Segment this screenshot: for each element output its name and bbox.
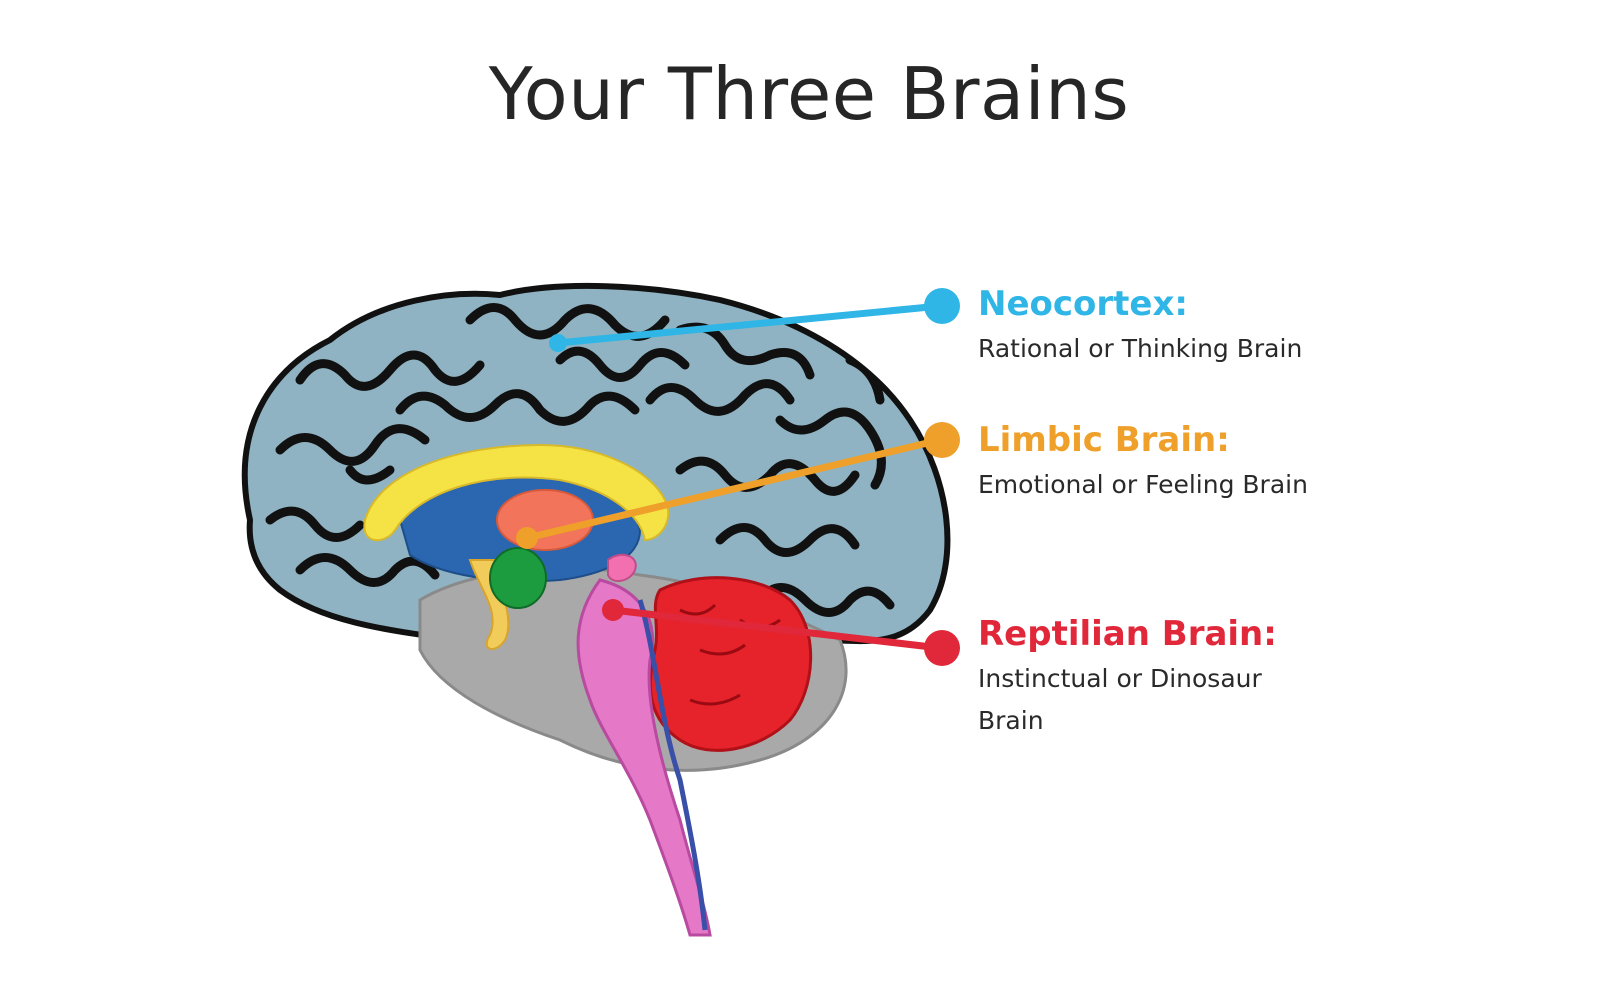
reptilian-heading: Reptilian Brain: bbox=[978, 614, 1277, 654]
cerebellum bbox=[648, 576, 813, 752]
brainstem bbox=[576, 578, 712, 937]
amygdala bbox=[489, 547, 547, 609]
limbic-description: Emotional or Feeling Brain bbox=[978, 470, 1308, 499]
thalamus bbox=[496, 489, 594, 551]
reptilian-pointer bbox=[602, 599, 960, 666]
neocortex-label: Neocortex: Rational or Thinking Brain bbox=[978, 282, 1302, 370]
neocortex-heading: Neocortex: bbox=[978, 284, 1188, 324]
page-title: Your Three Brains bbox=[488, 52, 1130, 136]
corpus-callosum bbox=[363, 443, 670, 542]
brainstem-line bbox=[637, 599, 708, 931]
neocortex-description: Rational or Thinking Brain bbox=[978, 334, 1303, 363]
pituitary bbox=[607, 553, 637, 582]
gyri-pattern bbox=[265, 303, 895, 617]
limbic-heading: Limbic Brain: bbox=[978, 420, 1230, 460]
limbic-pointer bbox=[516, 422, 960, 549]
reptilian-description: Instinctual or Dinosaur Brain bbox=[978, 664, 1262, 735]
limbic-label: Limbic Brain: Emotional or Feeling Brain bbox=[978, 418, 1308, 506]
neocortex-pointer bbox=[549, 288, 960, 352]
reptilian-label: Reptilian Brain: Instinctual or Dinosaur… bbox=[978, 612, 1318, 742]
